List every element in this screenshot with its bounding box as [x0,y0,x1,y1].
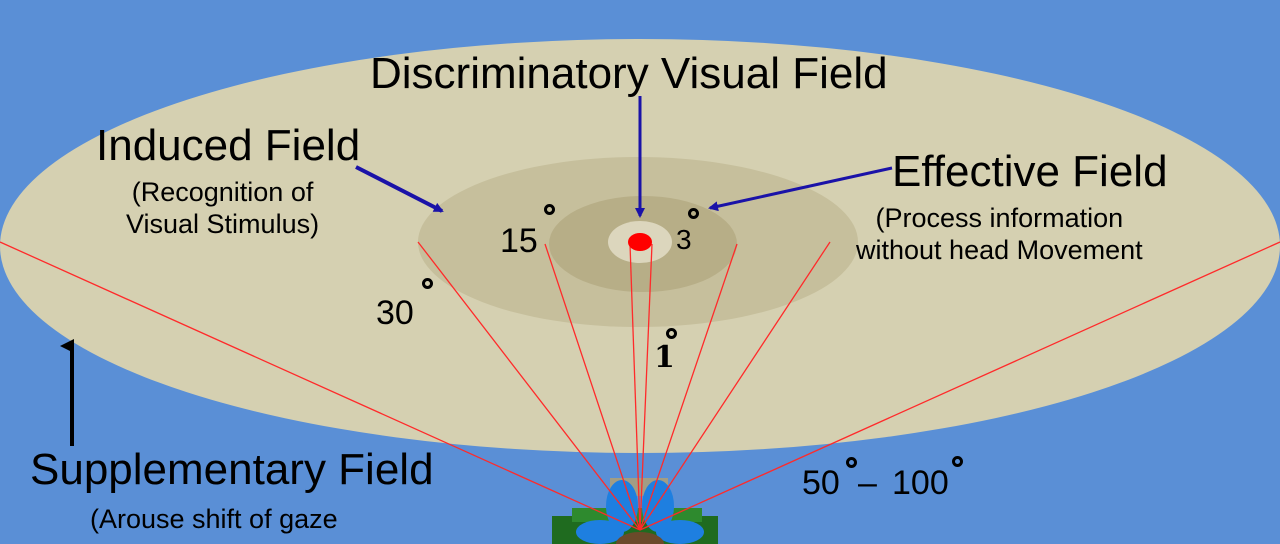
eye-figure-icon [552,478,718,544]
degree-symbol-icon [688,208,699,219]
angle-range-dash: – [858,464,877,502]
effective-pointer-arrow-icon [708,166,893,212]
supplementary-field-label: Supplementary Field [30,445,434,494]
discriminatory-field-label: Discriminatory Visual Field [370,49,888,98]
angle-1-label: 1 [654,340,675,375]
degree-symbol-icon [846,457,857,468]
effective-field-label: Effective Field [892,147,1168,196]
angle-50-label: 50 [802,464,840,502]
degree-symbol-icon [952,456,963,467]
sight-lines [0,241,1280,531]
induced-field-label: Induced Field [96,121,361,170]
supplementary-field-description: (Arouse shift of gaze [90,504,338,534]
angle-100-label: 100 [892,464,949,502]
induced-pointer-arrow-icon [355,165,444,213]
angle-30-label: 30 [376,294,414,332]
degree-symbol-icon [544,204,555,215]
angle-3-label: 3 [676,224,692,255]
angle-15-label: 15 [500,222,538,260]
effective-field-description: (Process information without head Moveme… [856,203,1143,266]
fixation-point [628,233,652,251]
induced-field-description: (Recognition of Visual Stimulus) [126,177,320,240]
degree-symbol-icon [422,278,433,289]
degree-symbol-icon [666,328,677,339]
